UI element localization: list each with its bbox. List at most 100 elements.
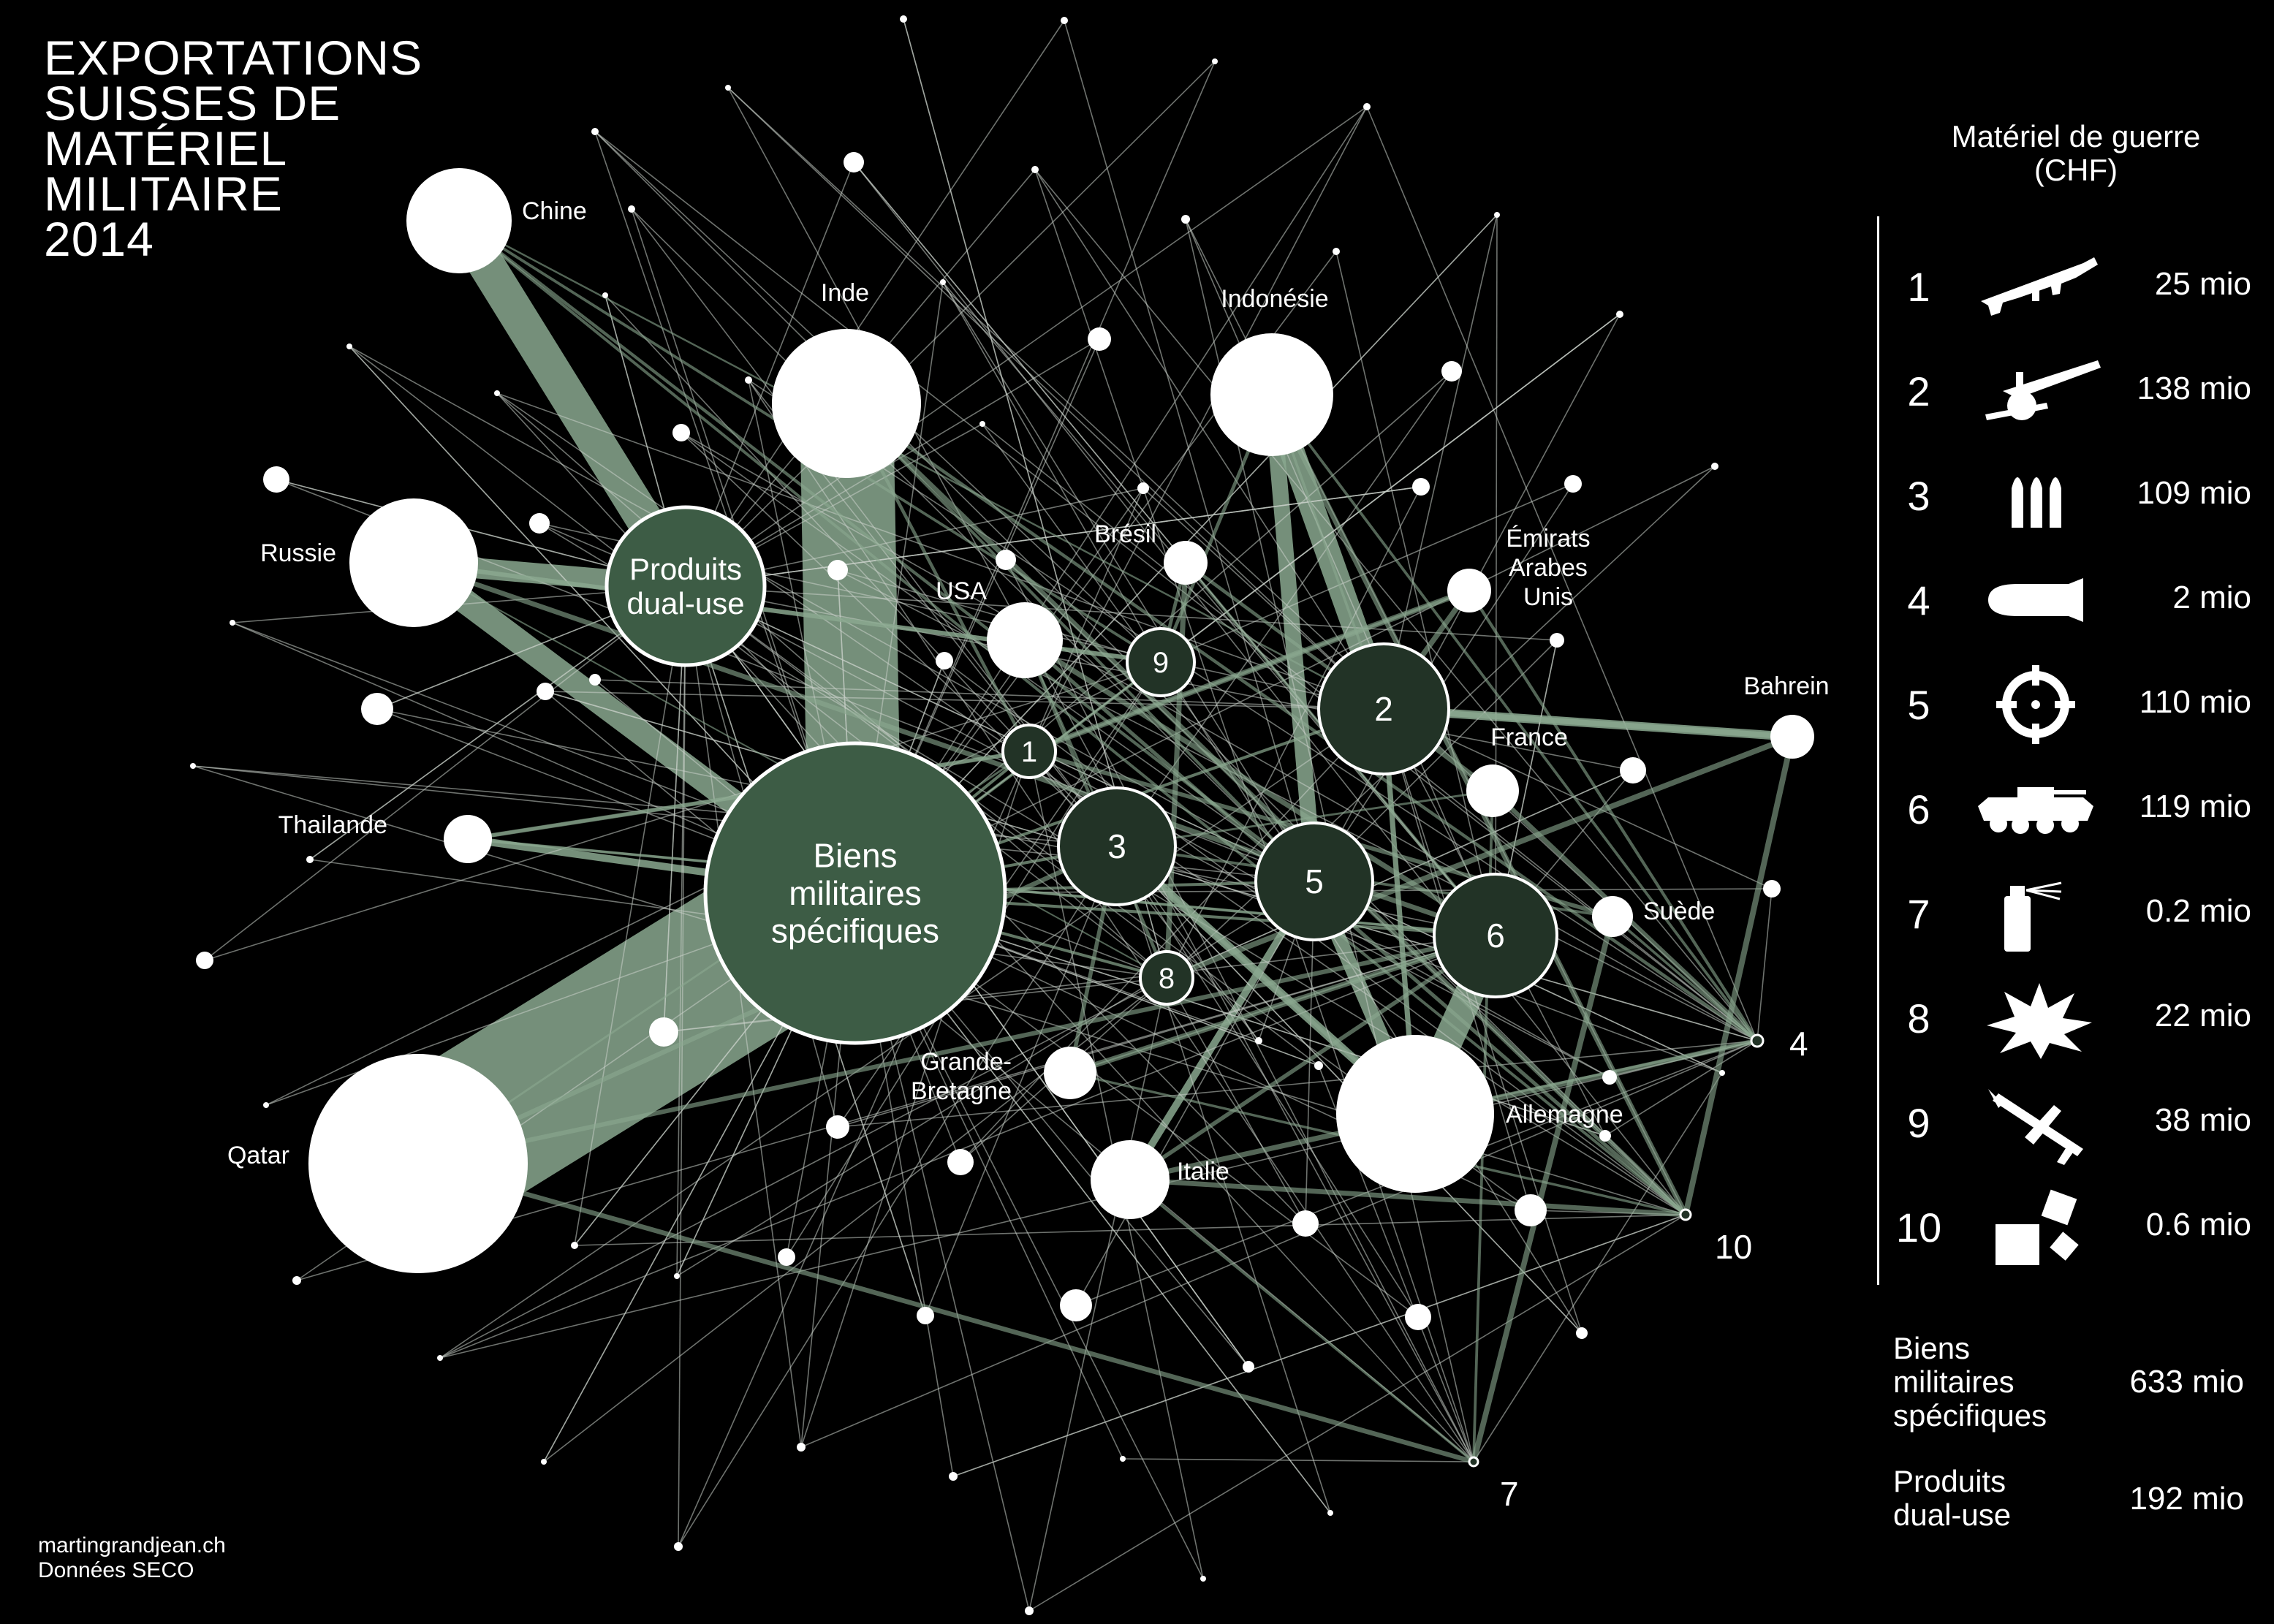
legend-item-9: 9 38 mio [1886,1079,2251,1166]
link-line [349,346,1167,979]
legend-value: 109 mio [2137,475,2251,511]
aircraft-icon [1988,1089,2083,1165]
link-line [844,401,1688,1217]
link-line [1473,1072,1723,1462]
minor-country-node [1602,1070,1617,1085]
legend-number: 10 [1895,1204,1942,1251]
minor-country-node [1060,1289,1092,1321]
legend-number: 8 [1907,995,1930,1041]
legend-number: 7 [1907,891,1930,937]
legend-value: 38 mio [2154,1102,2251,1138]
minor-country-node [1061,17,1068,24]
country-label: Thailande [278,811,387,839]
minor-country-node [1333,248,1340,255]
minor-country-node [1088,327,1111,351]
link-line [960,708,1384,1163]
legend-number: 4 [1907,577,1930,623]
country-node [772,329,921,478]
country-label: USA [936,577,987,605]
country-label: Grande-Bretagne [911,1048,1012,1105]
category-label: 9 [1153,647,1169,679]
minor-country-node [900,15,907,23]
country-node [987,602,1063,678]
minor-country-node [1620,757,1646,783]
link-line [1756,888,1773,1041]
link-line [681,432,1118,847]
minor-country-node [1763,880,1781,898]
minor-country-node [361,693,393,725]
country-node [406,168,512,273]
minor-country-node [917,1307,934,1324]
crosshair-icon [1996,665,2075,744]
legend-item-3: 3 109 mio [1886,452,2251,539]
minor-country-node [591,128,599,135]
link-line [1335,251,1496,936]
hub-node [703,741,1007,1045]
category-node-8 [1139,950,1194,1006]
link-line [1166,486,1422,979]
minor-country-node [1137,482,1149,494]
minor-country-node [1292,1210,1319,1237]
link-line [458,219,1384,710]
link-line [1005,559,1474,1462]
minor-country-node [826,1115,849,1139]
credit: martingrandjean.ch Données SECO [38,1533,226,1583]
minor-country-node [936,652,953,669]
category-node-3 [1057,786,1177,906]
legend-number: 9 [1907,1100,1930,1146]
minor-country-node [1711,463,1718,470]
category-label: 10 [1715,1228,1752,1266]
legend-title: Matériel de guerre (CHF) [1951,119,2201,187]
armored-vehicle-icon [1978,787,2093,834]
minor-country-node [437,1355,443,1361]
legend-number: 1 [1907,264,1930,310]
total-label: Biens militaires spécifiques [1893,1331,2047,1433]
country-label: Italie [1177,1158,1229,1185]
country-node [308,1054,528,1273]
ammunition-icon [2012,477,2061,528]
country-label: Qatar [227,1142,289,1169]
minor-country-node [1515,1194,1547,1226]
minor-country-node [263,1102,269,1108]
country-label: France [1490,724,1568,751]
link-line [727,87,1474,1462]
legend-divider [1877,216,1879,1285]
country-node [1210,333,1333,456]
minor-country-node [674,1273,680,1279]
minor-country-node [649,1017,678,1047]
link-line [1468,589,1759,1042]
link-line [681,432,1758,1041]
link-line [678,585,686,1547]
minor-country-node [541,1459,547,1465]
country-node [1770,715,1814,759]
link-line [417,1161,1474,1465]
link-line [1129,1177,1686,1218]
link-line [1611,915,1759,1042]
minor-country-node [1363,103,1371,110]
link-line [1028,1214,1686,1612]
total-biens-militaires: Biens militaires spécifiques 633 mio [1893,1332,2244,1441]
minor-country-node [996,550,1016,570]
link-line [1028,487,1144,752]
country-node [1164,541,1208,585]
minor-country-node [230,620,235,626]
link-line [545,691,1384,710]
link-line [845,402,1316,883]
category-node-7 [1468,1456,1479,1468]
link-line [1366,106,1758,1041]
minor-country-node [1200,1576,1206,1582]
minor-country-node [190,763,196,769]
minor-country-node [1255,1037,1262,1044]
country-node [444,815,492,863]
link-line [458,219,1316,883]
legend-number: 3 [1907,473,1930,519]
category-node-10 [1679,1208,1692,1221]
category-label: 3 [1107,827,1126,865]
minor-country-node [494,390,500,396]
country-node [349,498,478,627]
minor-country-node [1616,311,1623,318]
